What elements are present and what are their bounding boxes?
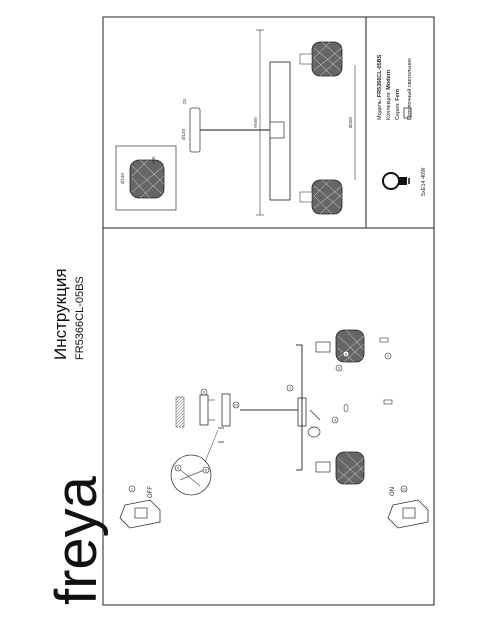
switch-on-label: ON — [390, 487, 396, 496]
switch-on-icon — [387, 499, 429, 529]
dim-canopy: Ø120 — [181, 128, 186, 140]
step-number: 11 — [402, 486, 407, 491]
assembly-shade-top — [335, 329, 365, 363]
shade-top — [299, 41, 343, 77]
assembly-diagram — [170, 329, 393, 496]
spec-series: Серия: Fero — [395, 88, 401, 120]
page-title: Инструкция — [51, 268, 70, 360]
model-code: FR5366CL-05BS — [74, 276, 86, 360]
step-number: 10 — [234, 402, 239, 407]
step-number: 8 — [345, 351, 348, 356]
assembly-frame — [102, 227, 435, 606]
spec-type: Потолочный светильник — [406, 58, 413, 120]
step-markers: 1 2 3 4 5 6 7 8 9 10 11 — [128, 350, 408, 493]
dim-shade-height: 100 — [151, 156, 156, 164]
dim-total-length: H550 — [253, 117, 258, 128]
brand-logo: freya — [44, 475, 109, 605]
switch-off-icon — [119, 499, 161, 529]
shade-bottom — [299, 179, 343, 215]
step-number: 1 — [131, 486, 134, 491]
dim-shade-diameter: Ø140 — [120, 172, 125, 184]
step-number: 7 — [387, 353, 390, 358]
step-number: 6 — [205, 467, 208, 472]
step-number: 3 — [338, 365, 341, 370]
spec-list: Модель: FR5366CL-05BS Коллекция: Modern … — [377, 54, 413, 120]
spec-model: Модель: FR5366CL-05BS — [377, 54, 383, 120]
bulb-icon — [382, 172, 410, 190]
spec-frame — [102, 16, 435, 229]
switch-off-label: OFF — [148, 486, 154, 498]
shade-detail — [129, 159, 165, 199]
fixture-dimension-drawing: H550 Ø250 Ø120 25 Ø — [115, 29, 356, 216]
assembly-shade-bottom — [335, 451, 365, 485]
step-number: 4 — [334, 417, 337, 422]
dim-canopy-height: 25 — [182, 98, 187, 104]
step-number: 5 — [177, 465, 180, 470]
step-number: 2 — [289, 385, 292, 390]
dim-body-width: Ø250 — [348, 116, 353, 128]
bulb-spec: 5xE14 40W — [421, 167, 427, 196]
ceiling-icon — [403, 107, 412, 119]
spec-collection: Коллекция: Modern — [386, 69, 392, 120]
step-number: 9 — [203, 389, 206, 394]
